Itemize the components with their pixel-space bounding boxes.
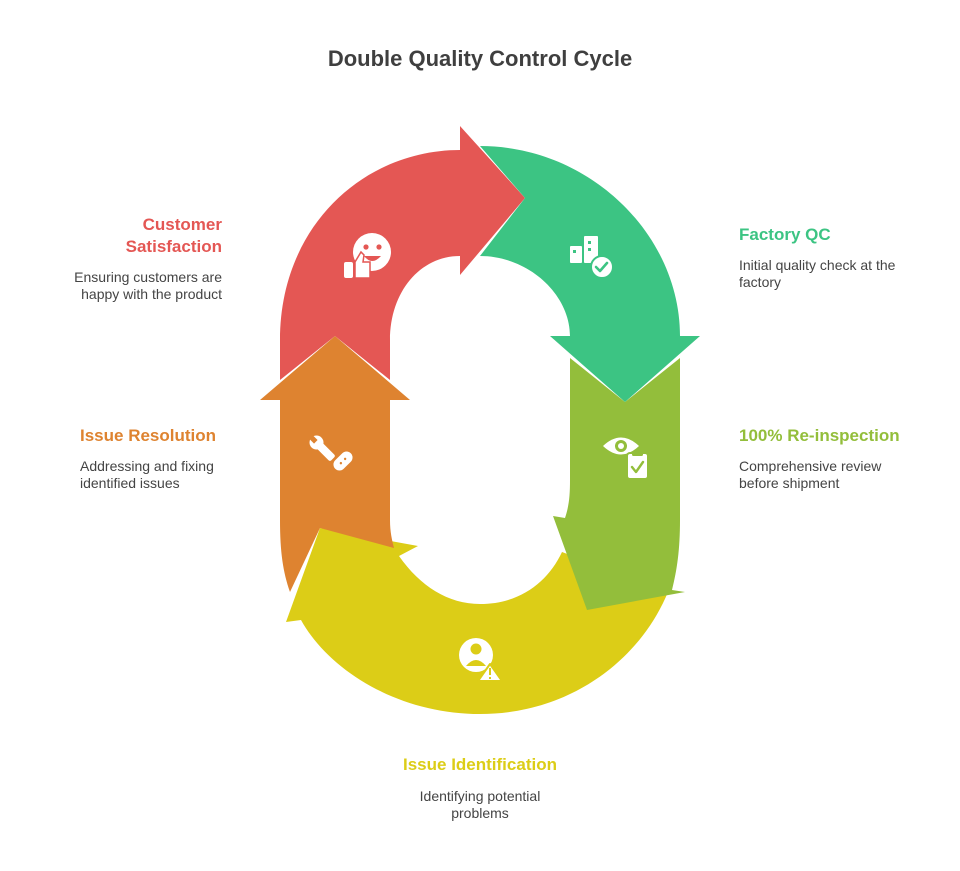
heading-customer-satisfaction: Customer Satisfaction [125,215,222,256]
heading-re-inspection: 100% Re-inspection [739,426,900,445]
diagram-title: Double Quality Control Cycle [327,46,633,71]
description-issue-resolution: Addressing and fixing identified issues [80,458,214,491]
description-re-inspection: Comprehensive review before shipment [739,458,882,491]
eye-clipboard-icon [603,437,649,480]
heading-factory-qc: Factory QC [739,225,831,244]
wrench-bandage-icon [309,435,353,471]
user-warning-icon [459,638,503,682]
description-issue-identification: Identifying potential problems [419,788,541,821]
segment-re-inspection [553,358,685,610]
smiley-thumbs-up-icon [344,233,391,279]
description-customer-satisfaction: Ensuring customers are happy with the pr… [74,269,222,302]
segment-customer-satisfaction [280,126,525,380]
heading-issue-resolution: Issue Resolution [80,426,217,445]
description-factory-qc: Initial quality check at the factory [739,257,896,290]
building-check-icon [570,236,614,279]
segment-issue-identification [286,528,668,714]
segment-factory-qc [480,146,700,402]
heading-issue-identification: Issue Identification [403,755,557,774]
